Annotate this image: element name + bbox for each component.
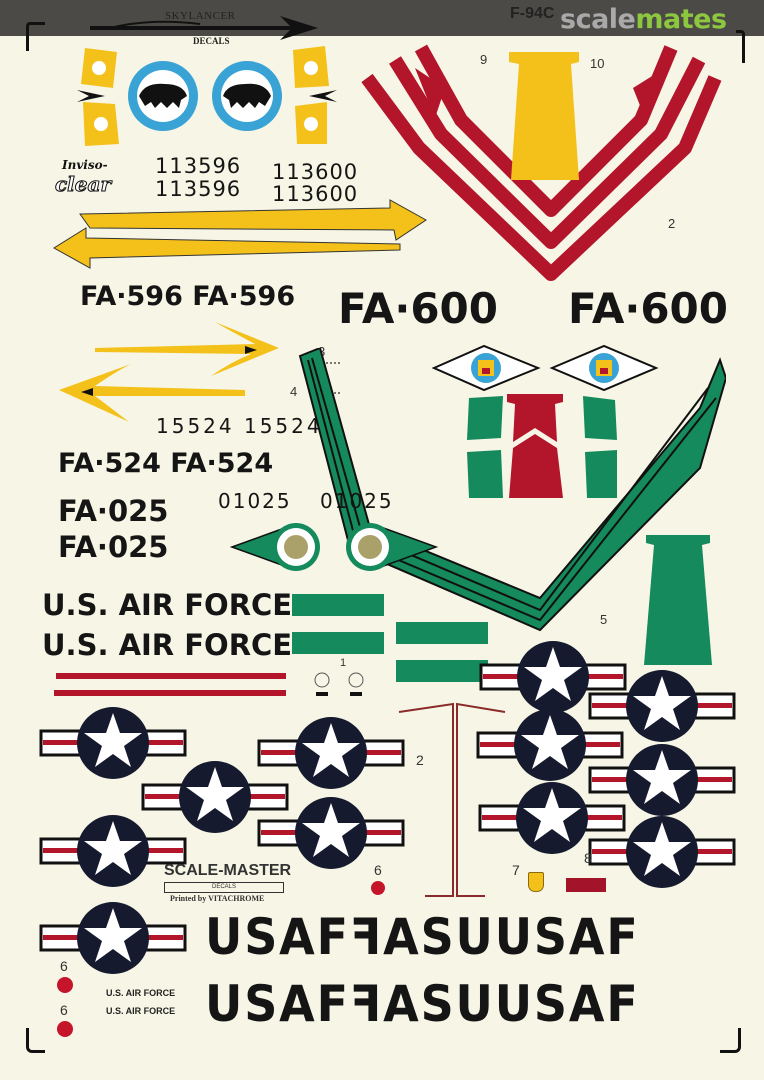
tiger-arrow-badges bbox=[230, 523, 439, 571]
decal-number-6-c: 6 bbox=[60, 1002, 68, 1018]
tiger-diamond-badges bbox=[432, 344, 659, 392]
canopy-frame-line-decal bbox=[398, 702, 506, 897]
scalemates-watermark[interactable]: scalemates bbox=[560, 4, 727, 35]
usaf-wing-lettering-2: USAFꟻASUUSAF bbox=[205, 975, 640, 1033]
decal-number-1: 1 bbox=[340, 657, 347, 669]
decal-number-2-top: 2 bbox=[668, 216, 676, 231]
green-bar-2 bbox=[292, 632, 384, 654]
skylancer-brand: SKYLANCER bbox=[165, 10, 236, 22]
buzz-number-fa524: FA·524 FA·524 bbox=[58, 448, 274, 479]
red-dot-b bbox=[57, 977, 73, 993]
green-bar-4 bbox=[396, 660, 488, 682]
serial-113600-a: 113600 bbox=[272, 160, 359, 184]
yellow-fin-decal bbox=[509, 52, 579, 180]
scalemaster-decals-box: DECALS bbox=[164, 882, 284, 893]
serial-113596-a: 113596 bbox=[155, 154, 242, 178]
buzz-number-fa600-b: FA·600 bbox=[568, 284, 729, 333]
buzz-number-fa025-a: FA·025 bbox=[58, 494, 169, 528]
frame-corner-tr bbox=[736, 30, 745, 63]
decal-number-5: 5 bbox=[600, 612, 608, 627]
scalemaster-logo: SCALE-MASTER bbox=[164, 862, 292, 879]
usaf-text-large-2: U.S. AIR FORCE bbox=[42, 628, 293, 662]
yellow-swept-arrows bbox=[59, 322, 279, 422]
green-fin-decal bbox=[644, 535, 712, 665]
skylancer-arrow-icon bbox=[90, 16, 318, 40]
serial-113600-b: 113600 bbox=[272, 182, 359, 206]
red-v-fuselage-stripe bbox=[361, 44, 722, 281]
usaf-text-small-2: U.S. AIR FORCE bbox=[106, 1006, 176, 1016]
buzz-number-fa025-b: FA·025 bbox=[58, 530, 169, 564]
tiger-diamond-right bbox=[549, 344, 659, 392]
decal-number-7: 7 bbox=[512, 862, 520, 878]
red-placard-decal bbox=[566, 878, 606, 892]
yellow-shield-decal bbox=[528, 872, 544, 892]
panther-roundel-left bbox=[128, 61, 198, 131]
usaf-text-large-1: U.S. AIR FORCE bbox=[42, 588, 293, 622]
decal-number-8: 8 bbox=[584, 850, 592, 866]
printed-by-text: Printed by VITACHROME bbox=[170, 894, 265, 903]
serial-15524: 15524 15524 bbox=[156, 414, 323, 438]
decal-number-4: 4 bbox=[290, 384, 298, 399]
buzz-number-fa596: FA·596 FA·596 bbox=[80, 281, 296, 312]
tiger-arrow-left bbox=[230, 523, 320, 571]
inviso-logo-top: Inviso- bbox=[62, 158, 108, 172]
small-lamp-decals bbox=[314, 672, 364, 696]
frame-corner-br bbox=[720, 1028, 741, 1053]
panther-roundel-right bbox=[212, 61, 282, 131]
frame-corner-bl bbox=[26, 1028, 45, 1053]
green-bar-3 bbox=[396, 622, 488, 644]
buzz-number-fa600-a: FA·600 bbox=[338, 284, 499, 333]
serial-01025-b: 01025 bbox=[320, 489, 394, 513]
inviso-logo-bottom: clear bbox=[55, 172, 112, 197]
serial-01025-a: 01025 bbox=[218, 489, 292, 513]
panther-squadron-group bbox=[77, 46, 337, 146]
frame-corner-tl bbox=[26, 22, 45, 51]
sheet-title: F-94C bbox=[510, 5, 555, 22]
decal-number-10: 10 bbox=[590, 56, 605, 71]
yellow-panel-right bbox=[293, 46, 337, 144]
green-v-fuselage-stripe bbox=[298, 348, 726, 632]
yellow-panel-left bbox=[77, 48, 119, 146]
decal-number-9: 9 bbox=[480, 52, 488, 67]
yellow-arrow-decal bbox=[53, 199, 427, 269]
decal-number-2-bottom: 2 bbox=[416, 752, 424, 768]
usaf-wing-lettering-1: USAFꟻASUUSAF bbox=[205, 908, 640, 966]
tiger-arrow-right bbox=[346, 523, 439, 571]
red-dot-a bbox=[371, 881, 385, 895]
red-stripe-1 bbox=[56, 673, 286, 679]
red-stripe-2 bbox=[54, 690, 286, 696]
red-dot-c bbox=[57, 1021, 73, 1037]
tiger-diamond-left bbox=[432, 344, 541, 392]
skylancer-decals-text: DECALS bbox=[193, 36, 230, 46]
serial-113596-b: 113596 bbox=[155, 177, 242, 201]
green-panels-red-fin bbox=[467, 394, 617, 498]
usaf-text-small-1: U.S. AIR FORCE bbox=[106, 988, 176, 998]
decal-number-6-a: 6 bbox=[374, 862, 382, 878]
green-bar-1 bbox=[292, 594, 384, 616]
decal-number-6-b: 6 bbox=[60, 958, 68, 974]
